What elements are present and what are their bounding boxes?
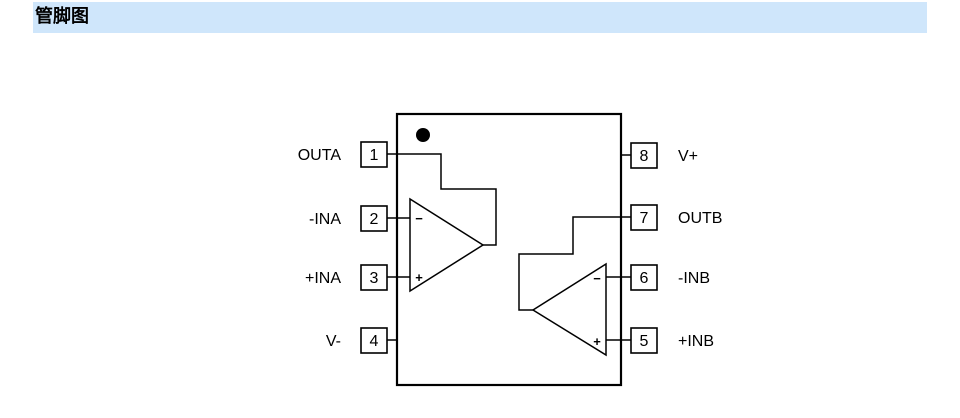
pin-6: 6 -INB [621,264,710,291]
pin-2-box [360,205,388,232]
pin-5-number: 5 [640,333,649,350]
pin-6-box [630,264,658,291]
section-title: 管脚图 [35,6,89,27]
op-amp-b: − + [518,216,621,357]
pin1-marker-dot [416,128,430,142]
pin-7: 7 OUTB [621,204,722,231]
pin-2-number: 2 [370,211,379,228]
pin-8-label: V+ [678,148,698,165]
op-amp-a-triangle-icon [409,197,485,293]
pin-6-number: 6 [640,270,649,287]
op-amp-a-plus-sign: + [415,270,423,285]
op-amp-b-plus-sign: + [593,334,601,349]
pin-7-number: 7 [640,210,649,227]
pin-5: 5 +INB [621,327,714,354]
pin-1: 1 OUTA [298,141,397,168]
pin-1-number: 1 [370,147,379,164]
pin-1-label: OUTA [298,147,342,164]
pin-5-label: +INB [678,333,714,350]
op-amp-a: − + [397,153,497,293]
pin-7-label: OUTB [678,210,722,227]
op-amp-a-minus-sign: − [415,211,423,226]
pin-3: 3 +INA [305,264,397,291]
op-amp-a-output-wire [397,153,497,246]
op-amp-b-triangle-icon [531,262,607,357]
op-amp-b-minus-sign: − [593,271,601,286]
pin-4-number: 4 [370,333,379,350]
pin-8: 8 V+ [621,142,698,169]
pin-3-label: +INA [305,270,341,287]
pin-4: 4 V- [326,327,397,354]
pin-3-number: 3 [370,270,379,287]
op-amp-b-output-wire [518,216,621,311]
pin-4-label: V- [326,333,341,350]
pin-2: 2 -INA [309,205,397,232]
pin-2-label: -INA [309,211,341,228]
pin-6-label: -INB [678,270,710,287]
pin-8-number: 8 [640,148,649,165]
section-header: 管脚图 [33,2,927,33]
